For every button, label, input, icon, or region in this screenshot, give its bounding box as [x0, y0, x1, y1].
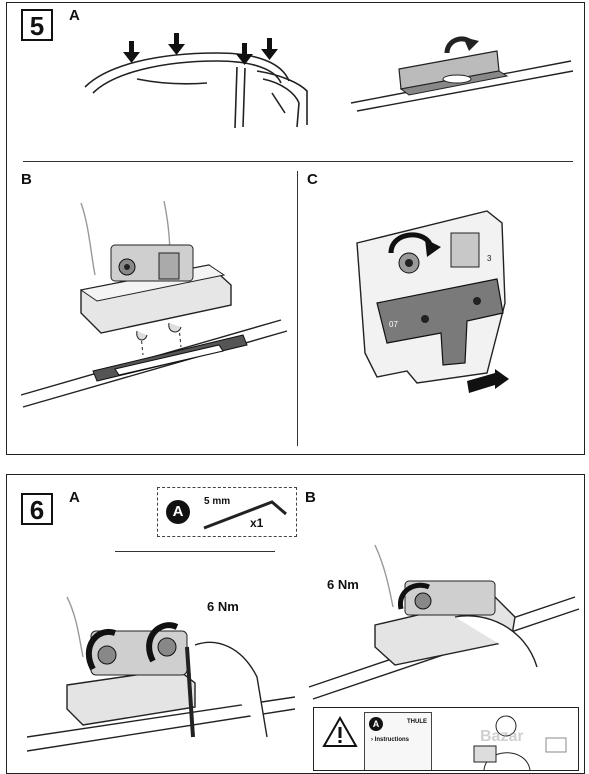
warning-icon [322, 716, 358, 747]
foot-on-rail-illustration [20, 200, 288, 408]
step-5-panel: 5 A B C [6, 2, 585, 455]
instructions-brand: THULE [407, 719, 427, 725]
foot-placement-illustration [350, 36, 574, 112]
instructions-box: A THULE › Instructions [313, 707, 579, 771]
step-6-label-a: A [69, 489, 80, 506]
torque-value-a: 6 Nm [207, 599, 239, 614]
torque-value-b: 6 Nm [327, 577, 359, 592]
step-5-number: 5 [21, 9, 53, 41]
reading-person-icon [473, 715, 567, 770]
tool-quantity: x1 [250, 516, 264, 530]
part-number-right: 3 [487, 254, 492, 263]
step-5-divider [23, 161, 573, 162]
instructions-text: › Instructions [371, 737, 410, 743]
step-6a-divider [115, 551, 275, 552]
step-5-column-divider [297, 171, 298, 446]
step-6-number: 6 [21, 493, 53, 525]
instructions-badge: A [369, 717, 383, 731]
instructions-sheet: A THULE › Instructions [364, 712, 432, 770]
bracket-adjust-illustration: 07 3 [356, 210, 509, 393]
tool-requirement-box: A 5 mm x1 [157, 487, 297, 537]
car-roof-illustration [84, 33, 308, 129]
watermark: Bazar [480, 728, 524, 745]
step-6-label-b: B [305, 489, 316, 506]
step-5-label-c: C [307, 171, 318, 188]
tighten-bolts-illustration [27, 596, 295, 752]
step-5-label-b: B [21, 171, 32, 188]
tool-size-label: 5 mm [204, 496, 231, 507]
hex-key-icon [203, 500, 287, 530]
part-number-left: 07 [389, 320, 398, 329]
tighten-bolt-side-illustration [308, 544, 580, 700]
step-5-label-a: A [69, 7, 80, 24]
tool-badge: A [166, 500, 190, 524]
